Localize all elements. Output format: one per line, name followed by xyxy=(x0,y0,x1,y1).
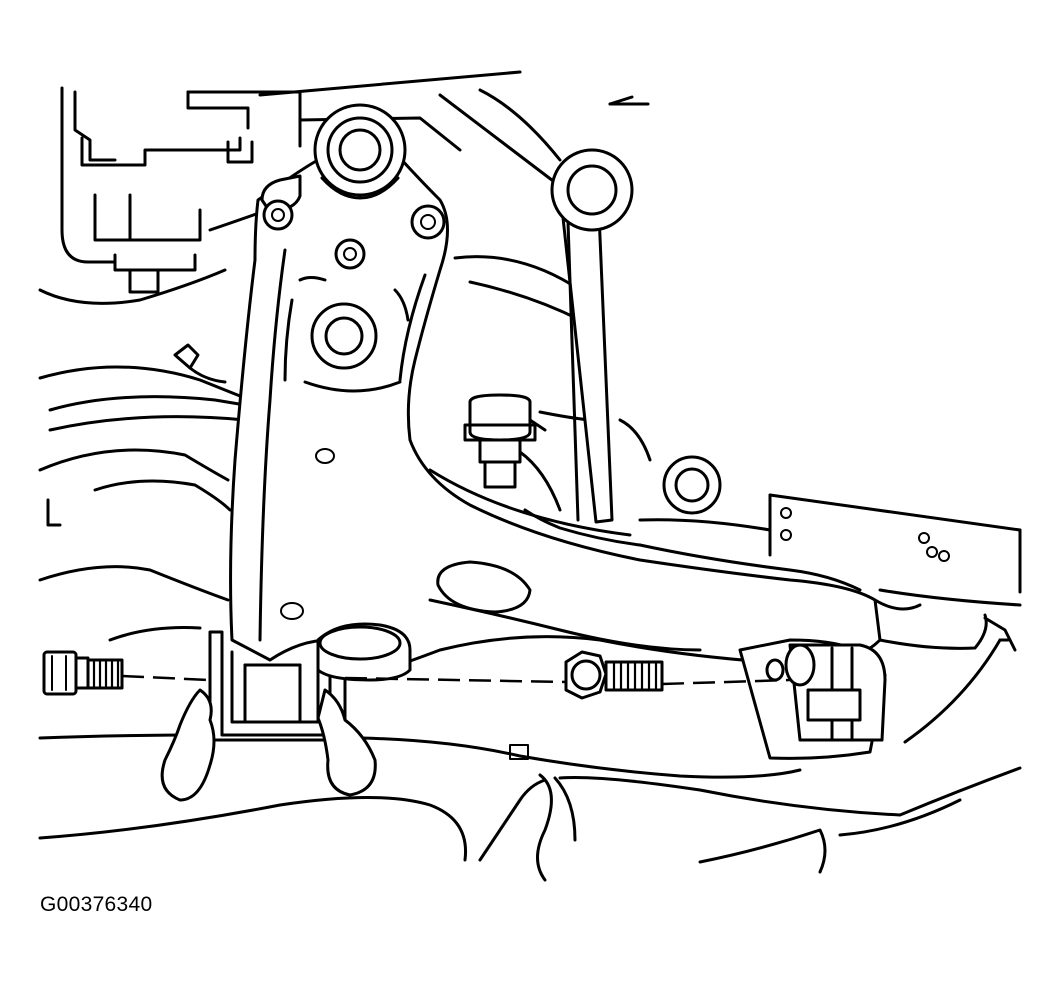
rear-bolt xyxy=(564,650,664,700)
lower-control-arm xyxy=(229,103,887,760)
bolt-alignment-lines xyxy=(121,674,791,686)
rubber-grommet xyxy=(662,455,722,515)
stabilizer-link xyxy=(550,148,634,524)
vehicle-body-background xyxy=(38,70,1022,882)
front-bolt xyxy=(42,650,124,696)
ball-joint-stud xyxy=(463,393,562,512)
bracket-holes xyxy=(780,507,950,562)
figure-id-label: G00376340 xyxy=(40,893,153,916)
